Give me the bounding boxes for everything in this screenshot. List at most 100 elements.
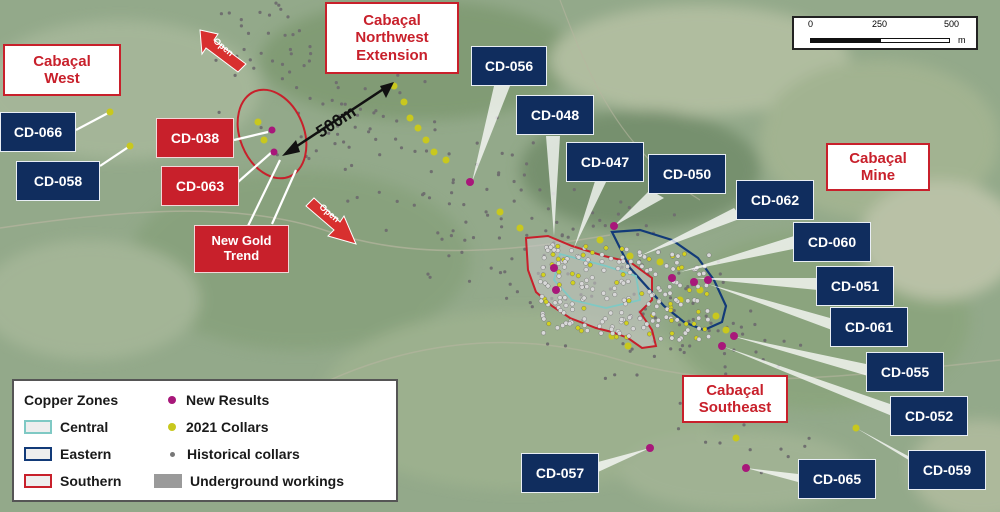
open-arrow-northwest	[199, 29, 247, 73]
drill-hole-label-cd-058[interactable]: CD-058	[16, 161, 100, 201]
historical-collar	[503, 270, 507, 274]
historical-collar	[754, 350, 758, 354]
drill-hole-label-cd-065[interactable]: CD-065	[798, 459, 876, 499]
collar-2021	[656, 258, 664, 266]
historical-collar	[807, 436, 811, 440]
historical-collar	[519, 188, 523, 192]
historical-collar	[394, 137, 398, 141]
drill-hole-label-cd-055[interactable]: CD-055	[866, 352, 944, 392]
drill-hole-label-cd-062[interactable]: CD-062	[736, 180, 814, 220]
cluster-collar	[624, 246, 630, 252]
cluster-collar	[670, 266, 676, 272]
cluster-collar	[701, 270, 707, 276]
historical-collar	[429, 170, 433, 174]
historical-collar	[471, 236, 476, 240]
cluster-collar	[668, 301, 673, 307]
legend-underground-label: Underground workings	[190, 473, 344, 489]
scale-segment-2	[880, 38, 950, 43]
drill-hole-label-cd-057[interactable]: CD-057	[521, 453, 599, 493]
historical-collar	[248, 58, 252, 62]
historical-collar	[652, 354, 657, 358]
scale-unit: m	[958, 35, 966, 45]
drill-hole-label-cd-066[interactable]: CD-066	[0, 112, 76, 152]
cluster-collar	[612, 292, 618, 297]
cluster-collar	[557, 299, 563, 305]
historical-collar	[308, 96, 312, 100]
drill-hole-label-cd-047[interactable]: CD-047	[566, 142, 644, 182]
cluster-collar	[584, 328, 590, 333]
cluster-collar	[615, 266, 621, 271]
cluster-collar	[696, 336, 702, 342]
historical-collar	[523, 247, 527, 251]
historical-collar	[500, 151, 504, 155]
historical-collar	[538, 188, 542, 192]
cluster-collar	[570, 307, 575, 312]
historical-collar	[546, 342, 550, 346]
cluster-collar	[562, 259, 568, 265]
cluster-collar	[646, 289, 652, 295]
central-zone-swatch	[24, 420, 52, 434]
historical-collar	[566, 235, 570, 239]
historical-collar	[779, 447, 783, 451]
cluster-collar	[656, 299, 662, 305]
cluster-collar	[619, 246, 625, 252]
historical-collar	[591, 211, 595, 215]
historical-collar-cluster	[538, 242, 712, 343]
historical-collar	[782, 339, 786, 343]
historical-collar	[616, 212, 621, 216]
historical-collar	[299, 135, 303, 139]
cluster-collar	[706, 252, 712, 258]
drill-hole-label-cd-050[interactable]: CD-050	[648, 154, 726, 194]
cluster-collar	[597, 323, 602, 329]
historical-collar	[219, 12, 223, 16]
historical-collar	[525, 162, 529, 166]
cluster-collar	[614, 280, 620, 285]
cluster-collar	[579, 328, 584, 334]
cluster-collar	[581, 295, 587, 301]
historical-collar	[497, 236, 501, 240]
historical-collar	[447, 152, 451, 156]
eastern-zone-swatch	[24, 447, 52, 461]
historical-collar	[314, 149, 318, 153]
cluster-collar	[630, 326, 636, 332]
collar-2021	[260, 136, 268, 144]
cluster-collar	[609, 326, 614, 332]
drill-hole-label-cd-051[interactable]: CD-051	[816, 266, 894, 306]
cluster-collar	[555, 256, 561, 262]
collar-2021	[626, 252, 634, 260]
drill-hole-label-cd-056[interactable]: CD-056	[471, 46, 547, 86]
cluster-collar	[669, 335, 675, 341]
drill-hole-label-cd-048[interactable]: CD-048	[516, 95, 594, 135]
cluster-collar	[679, 264, 685, 270]
drill-hole-label-cd-052[interactable]: CD-052	[890, 396, 968, 436]
cluster-collar	[696, 309, 701, 315]
cluster-collar	[569, 248, 574, 254]
cluster-collar	[667, 290, 673, 296]
collar-2021	[624, 342, 632, 350]
cluster-collar	[694, 298, 700, 304]
historical-collar	[288, 47, 292, 52]
historical-collar	[297, 29, 301, 33]
legend-southern-label: Southern	[60, 473, 122, 489]
historical-collar	[678, 348, 682, 352]
cluster-collar	[556, 273, 562, 279]
cluster-collar	[582, 322, 587, 328]
leader-lines	[75, 86, 912, 482]
cluster-collar	[580, 252, 586, 258]
legend-item-central: Central	[24, 416, 108, 438]
drill-hole-label-cd-038[interactable]: CD-038	[156, 118, 234, 158]
historical-collar	[433, 128, 437, 132]
drill-hole-label-cd-059[interactable]: CD-059	[908, 450, 986, 490]
historical-collar	[799, 343, 803, 347]
historical-collar	[427, 196, 432, 200]
cluster-collar	[696, 326, 702, 331]
drill-hole-label-cd-061[interactable]: CD-061	[830, 307, 908, 347]
historical-collar	[563, 344, 568, 348]
cluster-collar	[570, 280, 576, 286]
drill-hole-label-cd-063[interactable]: CD-063	[161, 166, 239, 206]
cluster-collar	[546, 321, 552, 327]
cluster-collar	[674, 260, 680, 266]
drill-hole-label-cd-060[interactable]: CD-060	[793, 222, 871, 262]
cluster-collar	[695, 284, 701, 289]
cluster-collar	[678, 302, 684, 307]
